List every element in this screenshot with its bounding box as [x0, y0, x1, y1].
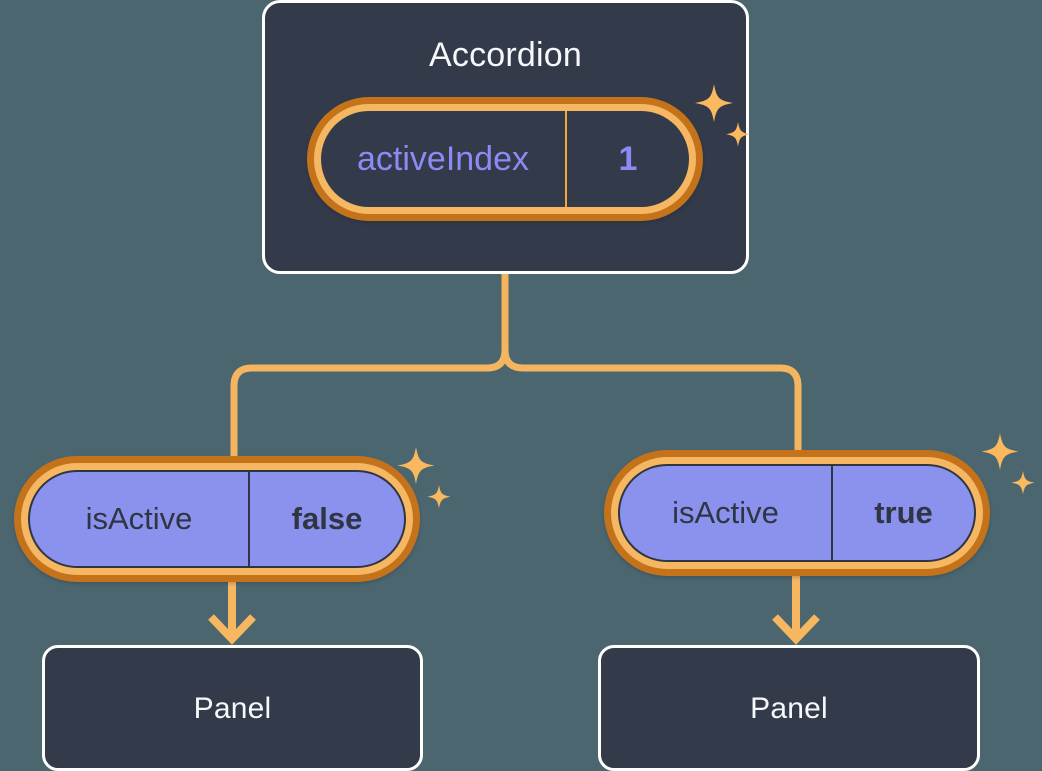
prop-pill-is-active-false[interactable]: isActive false — [14, 456, 420, 582]
pill-body: isActive false — [28, 470, 406, 568]
prop-key-label: isActive — [30, 472, 250, 566]
prop-pill-is-active-true[interactable]: isActive true — [604, 450, 990, 576]
arrow-left-head-icon — [208, 614, 256, 645]
arrow-right-head-icon — [772, 614, 820, 645]
prop-key-label: isActive — [620, 466, 833, 560]
panel-node-right[interactable]: Panel — [598, 645, 980, 771]
state-key-label: activeIndex — [321, 111, 567, 207]
connector-branch-right — [501, 270, 802, 454]
panel-node-left[interactable]: Panel — [42, 645, 423, 771]
state-value-label: 1 — [618, 139, 638, 178]
prop-value-label: true — [874, 495, 933, 530]
pill-inner-ring: isActive false — [21, 463, 413, 575]
accordion-title: Accordion — [429, 36, 582, 74]
state-pill-active-index[interactable]: activeIndex 1 — [307, 97, 703, 221]
pill-body: isActive true — [618, 464, 976, 562]
prop-value-label: false — [291, 501, 363, 536]
pill-inner-ring: activeIndex 1 — [314, 104, 696, 214]
connector-trunk — [230, 270, 509, 460]
panel-title: Panel — [750, 692, 828, 725]
pill-body: activeIndex 1 — [321, 111, 689, 207]
pill-inner-ring: isActive true — [611, 457, 983, 569]
panel-title: Panel — [193, 692, 272, 725]
